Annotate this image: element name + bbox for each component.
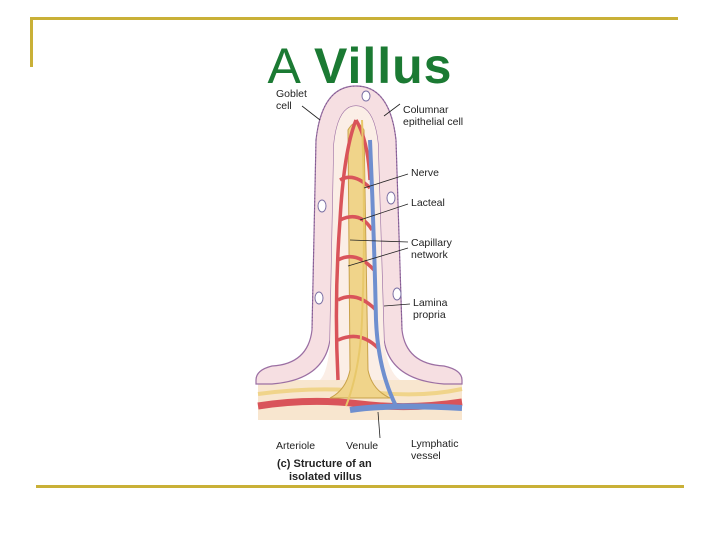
label-lymphatic-line2: vessel bbox=[411, 450, 441, 462]
label-capillary-line2: network bbox=[411, 249, 448, 261]
label-lacteal: Lacteal bbox=[411, 197, 445, 209]
label-goblet-cell: Goblet cell bbox=[276, 88, 307, 112]
label-arteriole: Arteriole bbox=[276, 440, 316, 452]
label-columnar-line2: epithelial cell bbox=[403, 116, 464, 128]
label-lamina-line1: Lamina bbox=[413, 297, 448, 309]
caption-line1: (c) Structure of an bbox=[277, 458, 372, 470]
label-nerve: Nerve bbox=[411, 167, 440, 179]
nerve-fiber bbox=[345, 119, 365, 407]
leader-lines bbox=[301, 103, 411, 439]
label-capillary-line1: Capillary bbox=[411, 237, 452, 249]
slide-border-left bbox=[30, 17, 33, 67]
villus-diagram bbox=[255, 85, 463, 439]
label-columnar-line1: Columnar bbox=[403, 104, 449, 116]
venule-vessel bbox=[349, 403, 463, 413]
label-goblet-line2: cell bbox=[276, 100, 292, 112]
title-word-a: A bbox=[267, 38, 300, 94]
label-lamina-line2: propria bbox=[413, 309, 446, 321]
base-tissue bbox=[257, 380, 463, 420]
label-lymphatic-vessel: Lymphatic vessel bbox=[411, 438, 458, 462]
venous-capillary bbox=[368, 139, 398, 407]
label-venule: Venule bbox=[346, 440, 379, 452]
slide-border-bottom bbox=[36, 485, 684, 488]
slide-border-top bbox=[30, 17, 678, 20]
label-columnar-epithelial-cell: Columnar epithelial cell bbox=[403, 104, 463, 128]
title-word-villus: Villus bbox=[314, 38, 453, 94]
label-lamina-propria: Lamina propria bbox=[413, 297, 447, 321]
label-capillary-network: Capillary network bbox=[411, 237, 452, 261]
slide-title: A Villus bbox=[0, 36, 720, 96]
figure-caption: (c) Structure of an isolated villus bbox=[277, 458, 372, 484]
label-lymphatic-line1: Lymphatic bbox=[411, 438, 459, 450]
caption-line2: isolated villus bbox=[289, 471, 362, 483]
label-goblet-line1: Goblet bbox=[276, 88, 307, 100]
goblet-cells bbox=[314, 90, 402, 305]
